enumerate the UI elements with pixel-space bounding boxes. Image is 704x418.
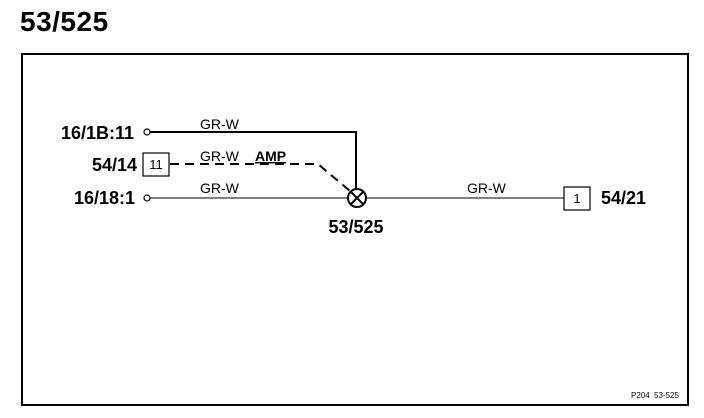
splice-label: 53/525: [328, 217, 383, 237]
splice-cross-b: [349, 190, 365, 206]
wire-color-label-middle: GR-W: [200, 148, 240, 164]
page-ref: P204: [631, 391, 650, 400]
terminal-bottom-left: [143, 194, 151, 202]
pin-label-mid-left: 11: [149, 157, 163, 172]
wire-top: [150, 131, 357, 190]
wire-color-label-right: GR-W: [467, 180, 507, 196]
wire-color-label-bottom: GR-W: [200, 180, 240, 196]
wire-middle: [170, 163, 351, 192]
wire-color-label-top: GR-W: [200, 116, 240, 132]
pin-box-mid-left: [142, 152, 170, 177]
pin-label-right: 1: [573, 191, 580, 206]
terminal-top-left: [143, 128, 151, 136]
connector-label-right: 54/21: [601, 188, 646, 208]
connector-label-top-left: 16/1B:11: [61, 123, 134, 143]
page-title: 53/525: [20, 6, 109, 37]
diagram-frame: [21, 53, 689, 406]
connector-label-bottom-left: 16/18:1: [74, 188, 135, 208]
pin-box-right: [563, 186, 591, 211]
connector-label-mid-left: 54/14: [92, 155, 137, 175]
diagram-ref: 53-525: [654, 391, 679, 400]
amp-label: AMP: [255, 148, 286, 164]
